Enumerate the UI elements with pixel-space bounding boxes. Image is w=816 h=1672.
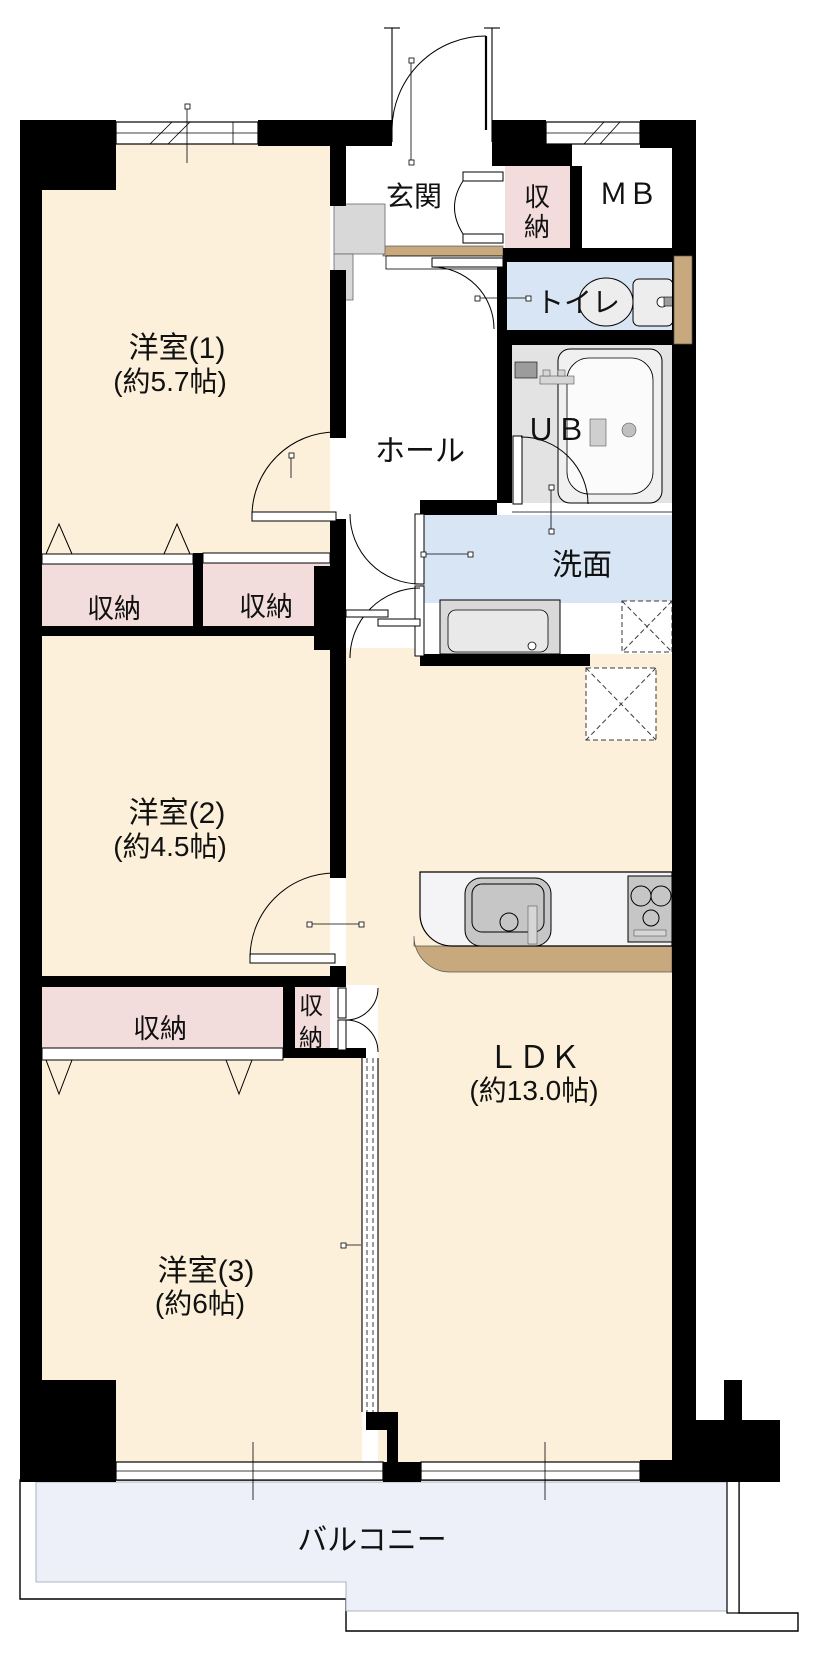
- label-ldk: ＬＤＫ: [488, 1040, 581, 1075]
- window-meter-box: [545, 121, 641, 145]
- walls: [20, 120, 780, 1482]
- western-room-2-door: [249, 872, 336, 964]
- stove-icon: [627, 875, 673, 943]
- label-balcony: バルコニー: [297, 1524, 446, 1557]
- closet-1-doors: [41, 522, 194, 565]
- refrigerator-space: [585, 667, 657, 741]
- balcony-structure: [19, 1479, 799, 1632]
- entrance-storage-door: [454, 171, 504, 244]
- shower-fittings-icon: [514, 361, 575, 385]
- shoe-cabinet-icon: [333, 203, 386, 255]
- hall-ldk-sliding-door: [345, 609, 421, 627]
- entrance-step-wood: [382, 245, 504, 257]
- label-western-room-2: 洋室(2): [129, 797, 226, 830]
- closet-3-doors: [41, 1047, 284, 1096]
- kitchen-sink-icon: [464, 877, 552, 947]
- label-western-room-1-area: (約5.7帖): [113, 366, 227, 397]
- unit-bath-door: [512, 435, 589, 505]
- label-closet-1: 収納: [87, 594, 141, 624]
- label-closet-2: 収納: [239, 592, 293, 622]
- label-entrance-storage-2: 納: [524, 212, 550, 242]
- western-room-1-floor: [42, 142, 330, 560]
- ldk-floor-lower: [378, 985, 672, 1462]
- labels: 玄関 収 納 ＭＢ トイレ ホール ＵＢ 洗面 洋室(1) (約5.7帖) 収納…: [87, 179, 657, 1557]
- label-hall: ホール: [375, 435, 465, 468]
- closet-2-floor: [203, 555, 330, 628]
- western-room-1-door: [251, 431, 337, 522]
- label-closet-4-1: 収: [299, 993, 323, 1020]
- window-western-room-3: [115, 1442, 384, 1500]
- washroom-floor: [420, 515, 672, 603]
- floors: [42, 142, 674, 1462]
- label-western-room-2-area: (約4.5帖): [113, 831, 227, 862]
- window-ldk: [420, 1442, 641, 1500]
- closet-2-doors: [202, 552, 331, 564]
- label-entrance: 玄関: [386, 181, 442, 212]
- pipe-space: [673, 255, 693, 345]
- leader-marks: [184, 57, 555, 1249]
- washing-machine-space: [621, 600, 673, 653]
- label-closet-4-2: 納: [299, 1025, 323, 1052]
- washbasin-icon: [439, 599, 561, 655]
- closet-1-floor: [42, 560, 193, 628]
- label-unit-bath: ＵＢ: [526, 414, 586, 447]
- entrance-door: [384, 27, 500, 142]
- label-western-room-3: 洋室(3): [158, 1255, 255, 1288]
- kitchen-counter-wood: [413, 935, 673, 973]
- doors: [41, 27, 589, 1412]
- closet-3-floor: [42, 987, 283, 1050]
- label-toilet: トイレ: [536, 287, 620, 318]
- closet-4-doors: [337, 987, 379, 1053]
- room3-ldk-partition: [361, 1058, 379, 1412]
- fixtures: [333, 203, 675, 973]
- entrance-storage-floor: [505, 166, 570, 248]
- closet-4-floor: [295, 987, 330, 1050]
- label-entrance-storage-1: 収: [524, 182, 550, 212]
- toilet-door: [431, 257, 504, 330]
- label-washroom: 洗面: [552, 549, 612, 582]
- label-western-room-1: 洋室(1): [129, 332, 226, 365]
- partition-track: [362, 1058, 378, 1414]
- western-room-2-floor: [42, 636, 330, 978]
- label-meter-box: ＭＢ: [599, 179, 657, 211]
- balcony-partition: [726, 1479, 740, 1614]
- label-western-room-3-area: (約6帖): [155, 1288, 245, 1319]
- label-ldk-area: (約13.0帖): [469, 1075, 598, 1106]
- bathtub-icon: [557, 348, 663, 504]
- label-closet-3: 収納: [133, 1014, 187, 1044]
- kitchen-counter: [413, 871, 673, 973]
- toilet-icon: [578, 277, 675, 327]
